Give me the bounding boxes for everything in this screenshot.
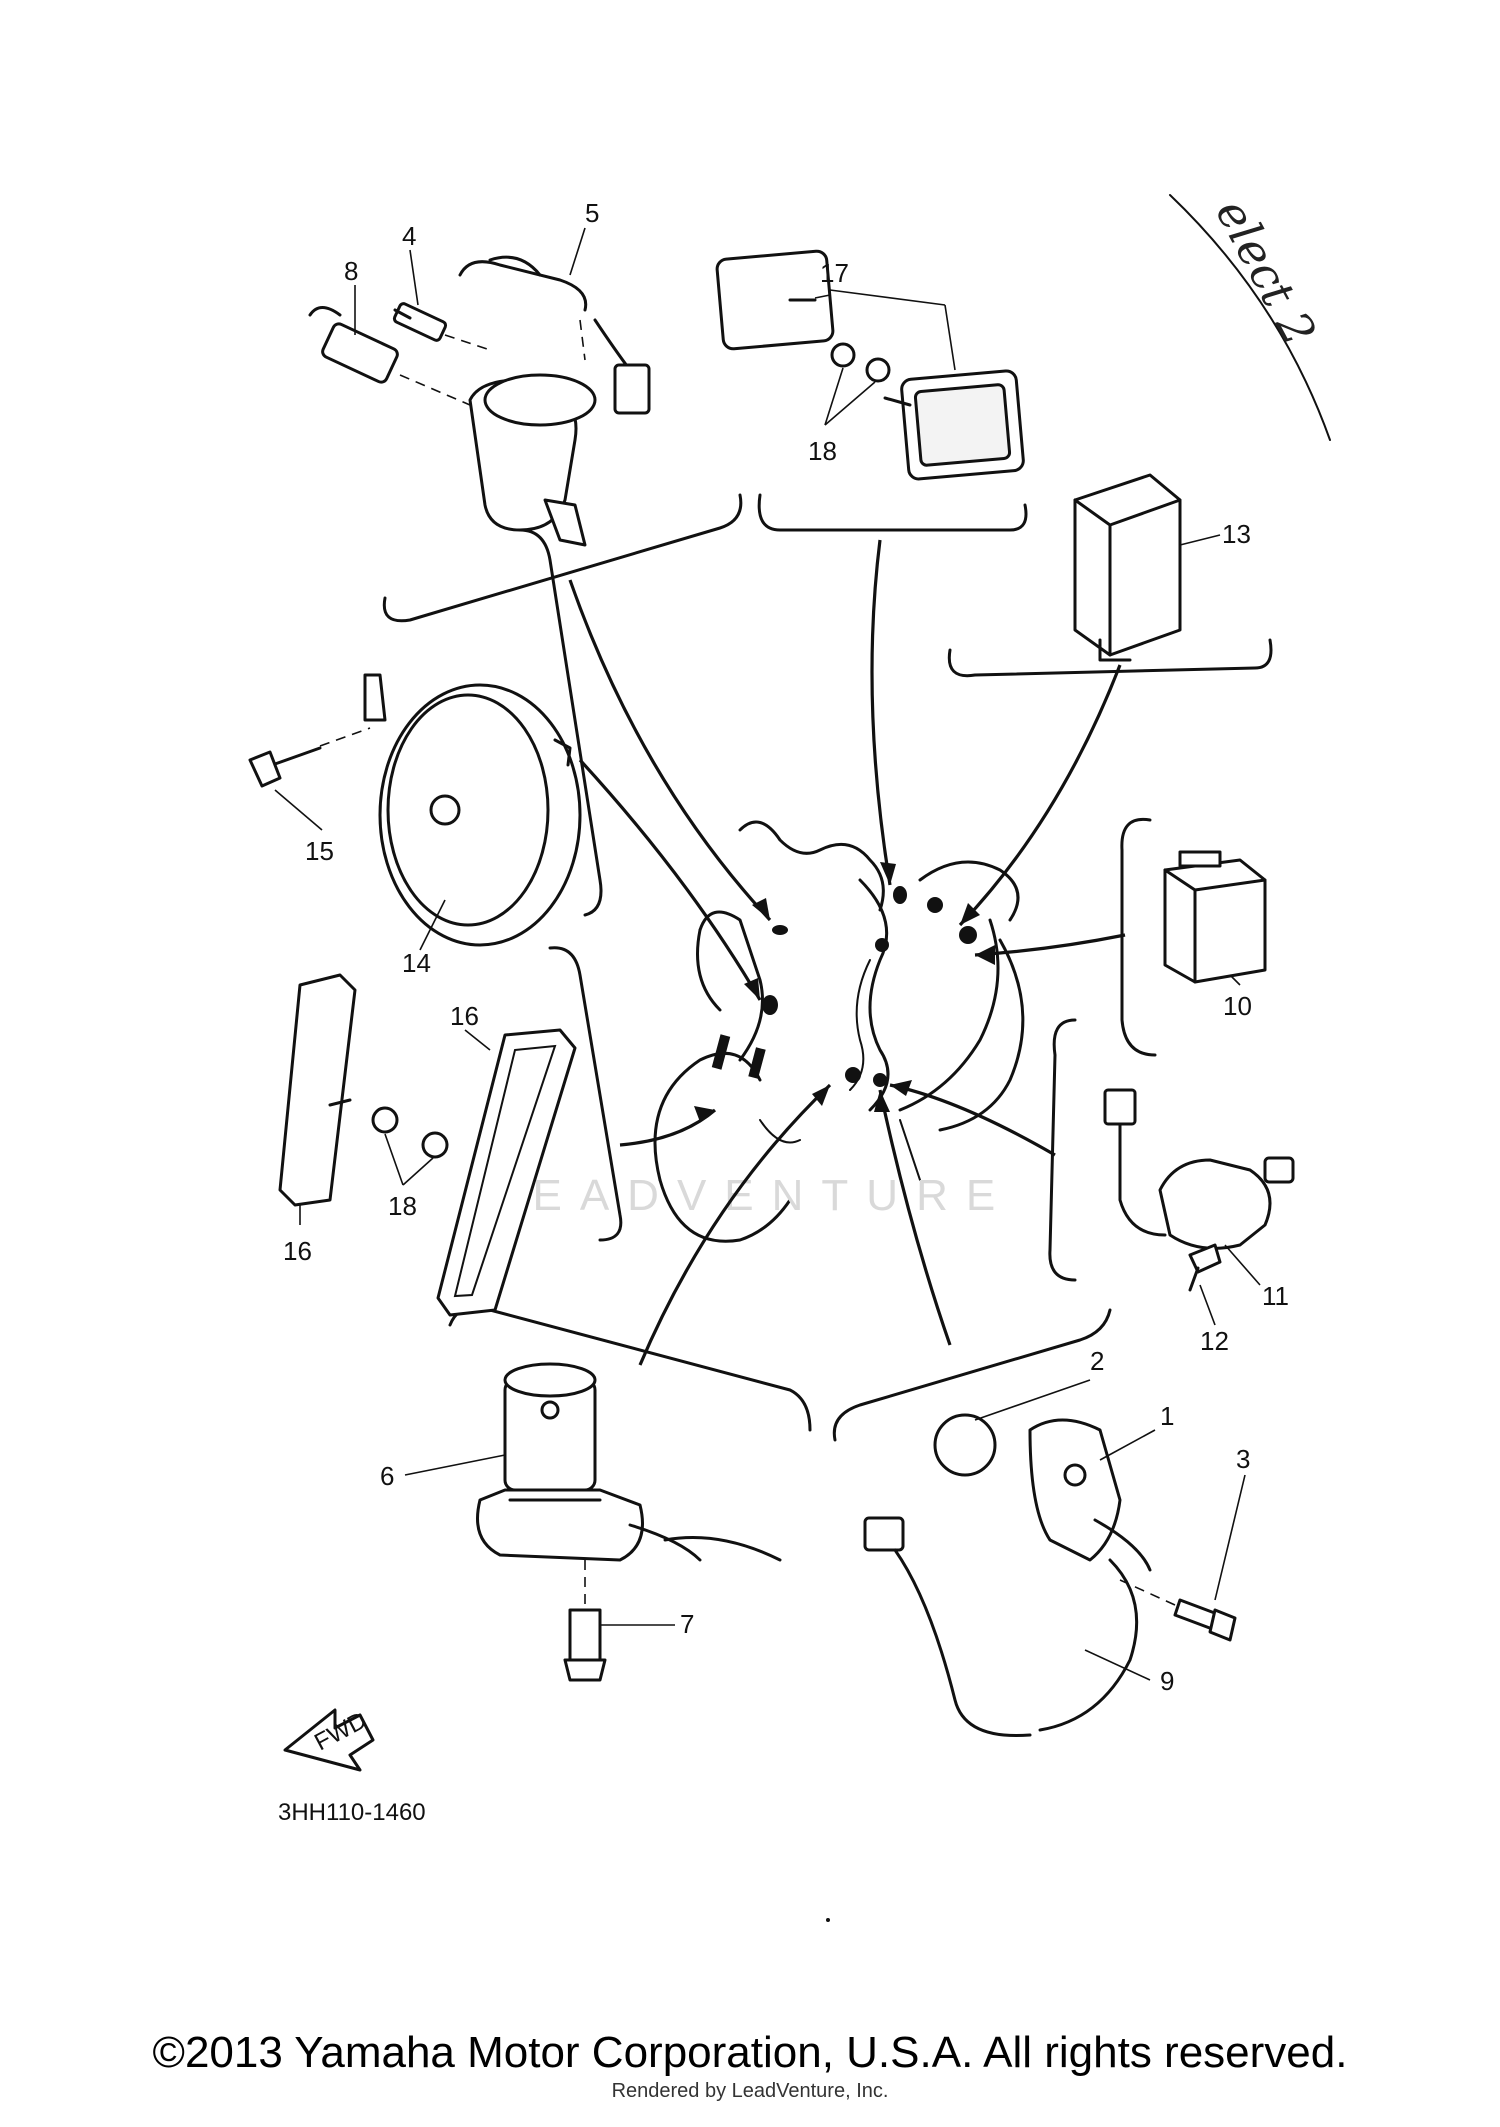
callout-16-right: 16 — [450, 1001, 479, 1031]
part-6-solenoid — [476, 1362, 782, 1562]
callout-10: 10 — [1223, 991, 1252, 1021]
handwritten-note-text: elect 2 — [1205, 190, 1327, 354]
watermark: LEADVENTURE — [490, 1171, 1013, 1220]
part-13-relay — [1073, 473, 1182, 662]
callout-6: 6 — [380, 1461, 394, 1491]
rendered-by: Rendered by LeadVenture, Inc. — [611, 2080, 889, 2102]
callout-8: 8 — [344, 256, 358, 286]
callout-16-left: 16 — [283, 1236, 312, 1266]
callout-14: 14 — [402, 948, 431, 978]
part-4-switch — [392, 302, 491, 351]
callout-5: 5 — [585, 198, 599, 228]
callout-18-top: 18 — [808, 436, 837, 466]
callout-17: 17 — [820, 258, 849, 288]
callout-7: 7 — [680, 1609, 694, 1639]
callouts: 1 2 3 4 5 6 7 8 9 10 11 12 13 14 15 16 1… — [283, 198, 1289, 1696]
callout-13: 13 — [1222, 519, 1251, 549]
callout-9: 9 — [1160, 1666, 1174, 1696]
leader-lines — [274, 227, 1261, 1681]
handwritten-note: elect 2 — [1169, 190, 1331, 441]
callout-18-left: 18 — [388, 1191, 417, 1221]
callout-2: 2 — [1090, 1346, 1104, 1376]
part-12-screw — [1188, 1243, 1222, 1292]
part-5-sensor-assembly — [458, 255, 651, 547]
callout-3: 3 — [1236, 1444, 1250, 1474]
part-2-o-ring — [933, 1413, 997, 1477]
callout-1: 1 — [1160, 1401, 1174, 1431]
fwd-arrow-icon: FWD — [283, 1707, 375, 1772]
part-16-reflector-right — [436, 1028, 577, 1317]
part-15-bolt — [248, 727, 371, 788]
part-9-wire — [863, 1516, 1139, 1738]
callout-11: 11 — [1262, 1281, 1289, 1311]
copyright-notice: ©2013 Yamaha Motor Corporation, U.S.A. A… — [152, 2028, 1348, 2077]
part-14-horn — [363, 673, 582, 947]
diagram-code: 3HH110-1460 — [278, 1799, 426, 1826]
part-18-nuts-top — [830, 342, 891, 383]
part-17-reflectors — [715, 249, 1025, 481]
part-16-reflector-left — [278, 973, 357, 1207]
part-7-bolt — [563, 1560, 607, 1682]
part-18-nuts-left — [371, 1106, 449, 1159]
part-3-bolt — [1119, 1579, 1237, 1642]
callout-12: 12 — [1200, 1326, 1229, 1356]
part-1-sensor — [1028, 1418, 1152, 1572]
vehicle-frame — [653, 820, 1025, 1243]
connection-arrows — [568, 539, 1126, 1366]
part-11-switch — [1103, 1088, 1295, 1250]
callout-4: 4 — [402, 221, 416, 251]
part-8-switch — [308, 306, 471, 406]
part-10-relay — [1163, 850, 1267, 984]
group-brackets — [382, 493, 1273, 1442]
callout-15: 15 — [305, 836, 334, 866]
